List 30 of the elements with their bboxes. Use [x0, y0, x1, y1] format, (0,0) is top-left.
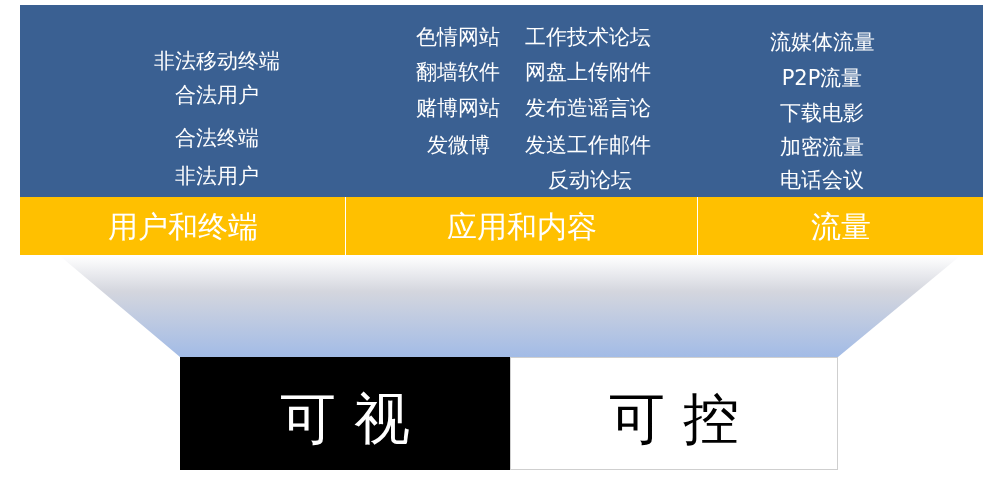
item-text: 网盘上传附件: [525, 61, 651, 85]
item-text: 电话会议: [780, 169, 864, 193]
category-panel: [697, 5, 983, 197]
item-text: 加密流量: [780, 136, 864, 160]
item-text: 非法用户: [175, 165, 259, 189]
item-text: 流媒体流量: [769, 31, 875, 55]
big-label: 可 视: [280, 388, 410, 450]
item-text: 发微博: [426, 134, 490, 158]
item-text: P2P流量: [781, 67, 863, 91]
item-text: 非法移动终端: [154, 50, 280, 74]
item-text: 发送工作邮件: [525, 134, 651, 158]
label-box: [510, 357, 838, 470]
item-text: 合法用户: [175, 84, 259, 108]
item-text: 赌博网站: [416, 97, 500, 121]
item-text: 色情网站: [416, 26, 500, 50]
big-label: 可 控: [609, 388, 739, 450]
heading-text: 流量: [810, 209, 871, 243]
item-text: 合法终端: [175, 127, 259, 151]
heading-text: 用户和终端: [107, 209, 258, 243]
item-text: 发布造谣言论: [525, 97, 651, 121]
heading-band: [345, 197, 697, 255]
item-text: 下载电影: [780, 102, 864, 126]
label-box: [180, 357, 510, 470]
category-panel: [20, 5, 345, 197]
heading-band: [20, 197, 345, 255]
item-text: 翻墙软件: [416, 61, 500, 85]
heading-band: [697, 197, 983, 255]
heading-text: 应用和内容: [446, 209, 597, 243]
item-text: 工作技术论坛: [525, 26, 651, 50]
item-text: 反动论坛: [548, 169, 632, 193]
